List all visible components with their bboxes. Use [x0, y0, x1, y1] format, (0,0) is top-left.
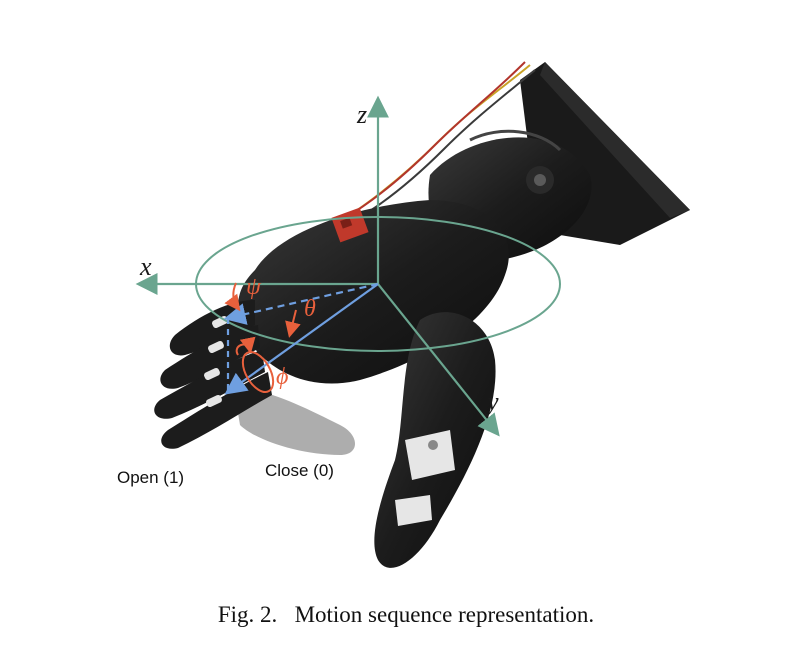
coordinate-axes: [135, 95, 500, 437]
projection-vector: [223, 282, 379, 325]
psi-arc: [224, 282, 241, 312]
psi-label: ψ: [246, 274, 261, 300]
z-axis-label: z: [357, 100, 368, 129]
theta-label: θ: [304, 296, 316, 322]
close-state-label: Close (0): [265, 461, 334, 480]
caption-text: Motion sequence representation.: [294, 602, 595, 627]
theta-arc: [285, 309, 301, 338]
x-axis-label: x: [140, 252, 152, 281]
y-axis: [377, 283, 500, 437]
open-state-label: Open (1): [117, 468, 185, 487]
direction-vectors: [223, 282, 379, 395]
finger-vector: [224, 283, 379, 395]
caption-number: Fig. 2.: [217, 602, 278, 627]
thumb: [374, 312, 496, 568]
figure-caption: Fig. 2. Motion sequence representation.: [0, 602, 812, 628]
finger-close-state: [235, 390, 355, 455]
y-axis-label: y: [487, 387, 499, 416]
angle-arcs: [224, 282, 301, 393]
phi-label: ϕ: [276, 364, 289, 390]
phi-curl: [235, 336, 256, 356]
